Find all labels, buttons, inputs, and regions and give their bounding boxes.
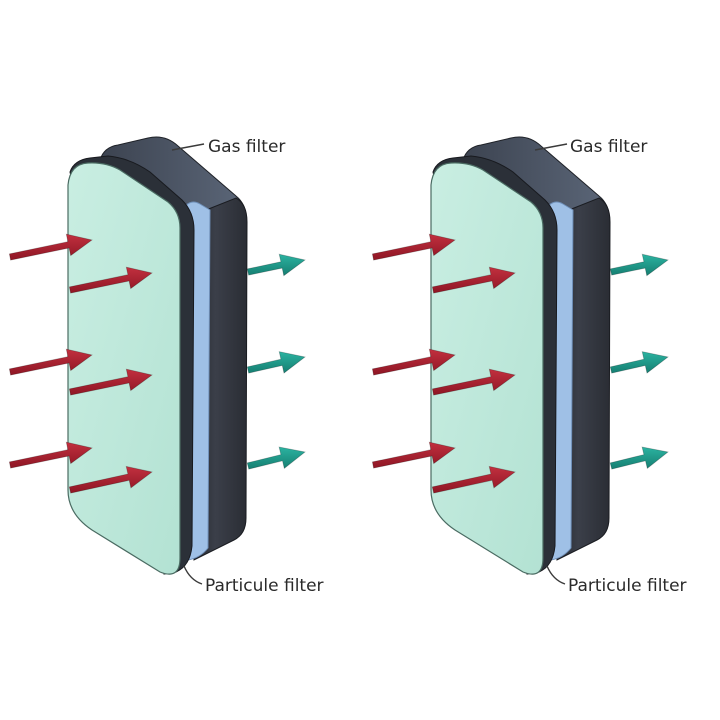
outflow-arrow-icon (246, 446, 306, 470)
inflow-arrow-icon (431, 465, 516, 494)
inflow-arrow-icon (371, 233, 456, 261)
gas-filter-label-right: Gas filter (570, 137, 647, 157)
particle-filter-leader-line (546, 565, 566, 585)
filter-unit-1 (8, 136, 306, 585)
inflow-arrow-icon (431, 368, 516, 396)
particle-filter-face (67, 162, 181, 575)
gas-filter-label-left: Gas filter (208, 137, 285, 157)
outflow-arrow-icon (609, 351, 669, 374)
outflow-arrow-icon (609, 446, 669, 470)
inflow-arrow-icon (371, 348, 456, 376)
gas-filter-leader-line (534, 143, 568, 151)
inflow-arrow-icon (68, 368, 153, 396)
outflow-arrow-icon (246, 351, 306, 374)
particle-filter-label-left: Particule filter (205, 576, 324, 596)
outflow-arrow-icon (246, 253, 306, 277)
inflow-arrow-icon (68, 266, 153, 294)
inflow-arrow-icon (8, 441, 93, 469)
filter-unit-2 (371, 136, 669, 585)
outflow-arrow-icon (609, 253, 669, 277)
gas-filter-leader-line (171, 143, 205, 151)
particle-filter-leader-line (183, 565, 203, 585)
inflow-arrow-icon (431, 266, 516, 294)
inflow-arrow-icon (8, 233, 93, 261)
particle-filter-face (430, 162, 544, 575)
inflow-arrow-icon (371, 441, 456, 469)
particle-filter-label-right: Particule filter (568, 576, 687, 596)
inflow-arrow-icon (68, 465, 153, 494)
inflow-arrow-icon (8, 348, 93, 376)
